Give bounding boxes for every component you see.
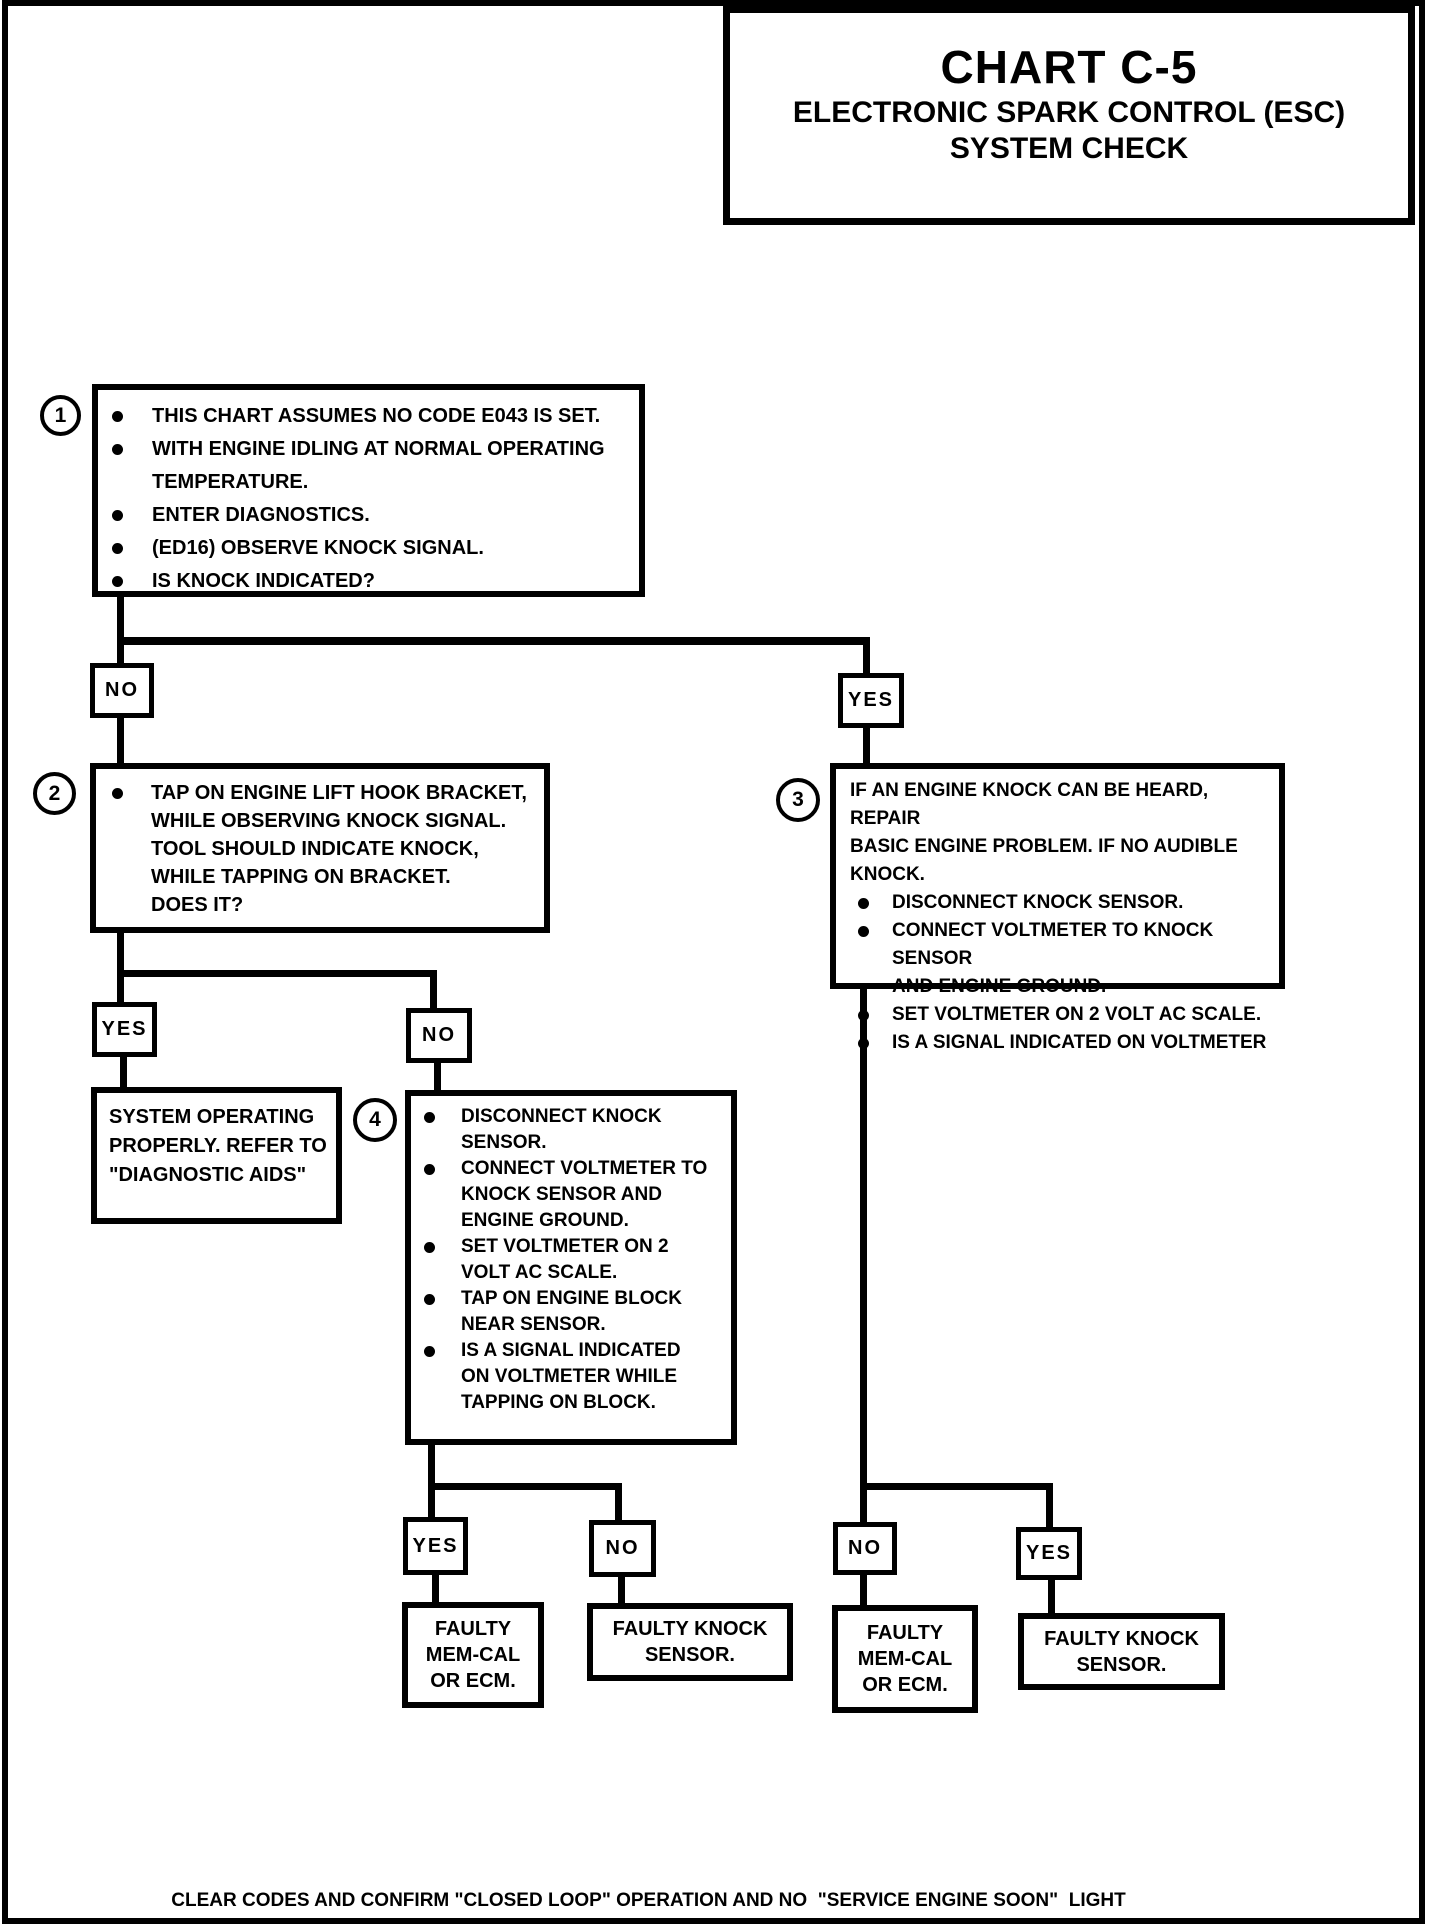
- outcome-faulty-knock-left: FAULTY KNOCK SENSOR.: [587, 1603, 793, 1681]
- list-item: THIS CHART ASSUMES NO CODE E043 IS SET.: [112, 400, 631, 433]
- bullet-text: SET VOLTMETER ON 2 VOLT AC SCALE.: [892, 1004, 1262, 1025]
- bullet-text: DISCONNECT KNOCK SENSOR.: [892, 892, 1184, 913]
- connector-line: [434, 1063, 441, 1093]
- list-item: SET VOLTMETER ON 2 VOLT AC SCALE.: [424, 1234, 727, 1286]
- bullet-dot-icon: [858, 926, 869, 937]
- list-item: TAP ON ENGINE LIFT HOOK BRACKET, WHILE O…: [112, 779, 538, 919]
- bullet-text: CONNECT VOLTMETER TO KNOCK SENSOR AND EN…: [461, 1158, 708, 1231]
- connector-line: [1046, 1483, 1053, 1530]
- outcome-faulty-knock-right: FAULTY KNOCK SENSOR.: [1018, 1613, 1225, 1690]
- list-item: IS A SIGNAL INDICATED ON VOLTMETER: [850, 1029, 1273, 1057]
- bullet-dot-icon: [424, 1164, 435, 1175]
- box3-intro-text: IF AN ENGINE KNOCK CAN BE HEARD, REPAIR …: [850, 780, 1238, 885]
- connector-line: [117, 718, 124, 765]
- step-circle-4: 4: [353, 1098, 397, 1142]
- bullet-text: DISCONNECT KNOCK SENSOR.: [461, 1106, 662, 1153]
- bullet-text: IS A SIGNAL INDICATED ON VOLTMETER WHILE…: [461, 1340, 681, 1413]
- connector-line: [428, 1445, 435, 1520]
- list-item: SET VOLTMETER ON 2 VOLT AC SCALE.: [850, 1001, 1273, 1029]
- bullet-dot-icon: [112, 543, 123, 554]
- bullet-dot-icon: [112, 510, 123, 521]
- connector-line: [117, 933, 124, 1006]
- connector-line: [1048, 1580, 1055, 1615]
- bullet-text: (ED16) OBSERVE KNOCK SIGNAL.: [152, 537, 484, 559]
- chart-subtitle-line2: SYSTEM CHECK: [949, 132, 1189, 165]
- decision-no-4: NO: [833, 1522, 897, 1575]
- bullet-dot-icon: [424, 1346, 435, 1357]
- bullet-text: SET VOLTMETER ON 2 VOLT AC SCALE.: [461, 1236, 669, 1283]
- bullet-text: WITH ENGINE IDLING AT NORMAL OPERATING T…: [152, 438, 605, 493]
- footer-note: CLEAR CODES AND CONFIRM "CLOSED LOOP" OP…: [171, 1890, 1126, 1911]
- step-circle-3: 3: [776, 778, 820, 822]
- connector-line: [430, 970, 437, 1012]
- connector-line: [618, 1577, 625, 1606]
- bullet-text: IS KNOCK INDICATED?: [152, 570, 375, 592]
- list-item: WITH ENGINE IDLING AT NORMAL OPERATING T…: [112, 433, 631, 499]
- bullet-text: THIS CHART ASSUMES NO CODE E043 IS SET.: [152, 405, 601, 427]
- title-box: CHART C-5 ELECTRONIC SPARK CONTROL (ESC)…: [723, 6, 1415, 225]
- chart-subtitle-line1: ELECTRONIC SPARK CONTROL (ESC): [792, 96, 1346, 129]
- bullet-dot-icon: [112, 576, 123, 587]
- instruction-box-3: IF AN ENGINE KNOCK CAN BE HEARD, REPAIR …: [830, 763, 1285, 1053]
- instruction-box-1: THIS CHART ASSUMES NO CODE E043 IS SET. …: [92, 384, 645, 597]
- connector-line: [860, 989, 867, 1525]
- connector-line: [117, 637, 870, 645]
- bullet-text: CONNECT VOLTMETER TO KNOCK SENSOR AND EN…: [892, 920, 1214, 997]
- bullet-dot-icon: [112, 444, 123, 455]
- bullet-dot-icon: [424, 1112, 435, 1123]
- list-item: IS KNOCK INDICATED?: [112, 565, 631, 598]
- bullet-text: ENTER DIAGNOSTICS.: [152, 504, 370, 526]
- list-item: DISCONNECT KNOCK SENSOR.: [424, 1104, 727, 1156]
- decision-no-3: NO: [589, 1520, 656, 1577]
- connector-line: [117, 597, 124, 667]
- decision-yes-4: YES: [1016, 1527, 1082, 1580]
- step-circle-2: 2: [33, 772, 76, 815]
- connector-line: [860, 1575, 867, 1607]
- list-item: CONNECT VOLTMETER TO KNOCK SENSOR AND EN…: [850, 917, 1273, 1001]
- bullet-text: IS A SIGNAL INDICATED ON VOLTMETER: [892, 1032, 1267, 1053]
- connector-line: [432, 1575, 439, 1605]
- decision-yes-3: YES: [403, 1517, 468, 1575]
- decision-no-2: NO: [406, 1008, 472, 1063]
- list-item: TAP ON ENGINE BLOCK NEAR SENSOR.: [424, 1286, 727, 1338]
- bullet-dot-icon: [424, 1294, 435, 1305]
- instruction-box-4: DISCONNECT KNOCK SENSOR. CONNECT VOLTMET…: [405, 1090, 737, 1445]
- decision-no-1: NO: [90, 663, 154, 718]
- list-item: (ED16) OBSERVE KNOCK SIGNAL.: [112, 532, 631, 565]
- bullet-text: TAP ON ENGINE BLOCK NEAR SENSOR.: [461, 1288, 682, 1335]
- bullet-dot-icon: [424, 1242, 435, 1253]
- list-item: ENTER DIAGNOSTICS.: [112, 499, 631, 532]
- list-item: IS A SIGNAL INDICATED ON VOLTMETER WHILE…: [424, 1338, 727, 1416]
- connector-line: [615, 1483, 622, 1523]
- list-item: CONNECT VOLTMETER TO KNOCK SENSOR AND EN…: [424, 1156, 727, 1234]
- bullet-dot-icon: [858, 898, 869, 909]
- connector-line: [863, 728, 870, 765]
- decision-yes-1: YES: [838, 673, 904, 728]
- chart-title: CHART C-5: [940, 41, 1198, 93]
- bullet-text: TAP ON ENGINE LIFT HOOK BRACKET, WHILE O…: [151, 782, 527, 916]
- bullet-dot-icon: [112, 411, 123, 422]
- outcome-faulty-memcal-left: FAULTY MEM-CAL OR ECM.: [402, 1602, 544, 1708]
- connector-line: [120, 1057, 127, 1089]
- outcome-faulty-memcal-right: FAULTY MEM-CAL OR ECM.: [832, 1605, 978, 1713]
- decision-yes-2: YES: [92, 1002, 157, 1057]
- bullet-dot-icon: [112, 788, 123, 799]
- connector-line: [860, 1483, 1053, 1490]
- connector-line: [428, 1483, 622, 1490]
- outcome-system-ok: SYSTEM OPERATING PROPERLY. REFER TO "DIA…: [91, 1087, 342, 1224]
- list-item: DISCONNECT KNOCK SENSOR.: [850, 889, 1273, 917]
- connector-line: [863, 637, 870, 677]
- step-circle-1: 1: [40, 395, 81, 436]
- connector-line: [117, 970, 437, 977]
- instruction-box-2: TAP ON ENGINE LIFT HOOK BRACKET, WHILE O…: [90, 763, 550, 933]
